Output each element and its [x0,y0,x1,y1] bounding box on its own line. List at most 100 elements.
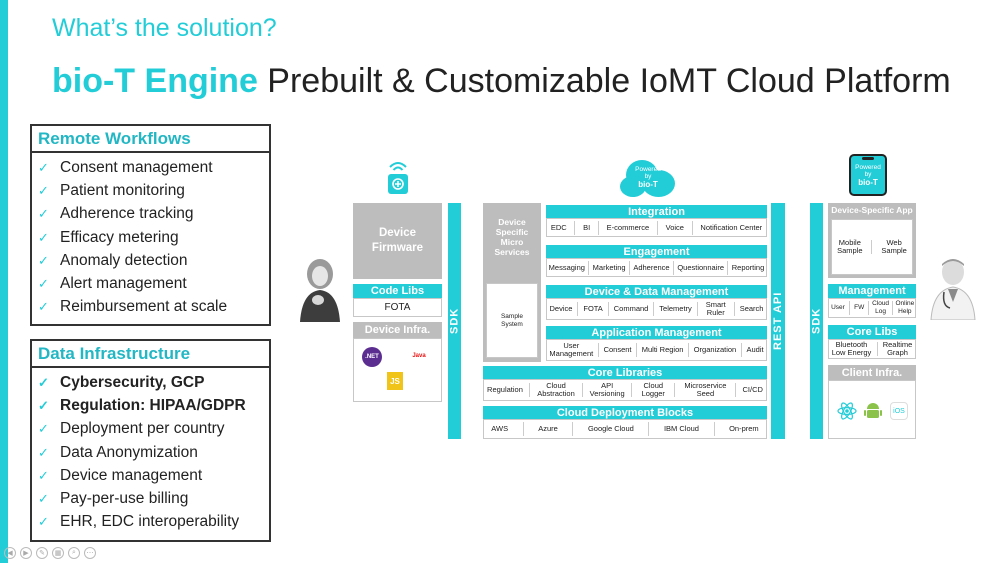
previous-slide-icon[interactable]: ◀ [4,547,16,559]
application-management-header: Application Management [546,326,767,339]
check-icon: ✓ [38,467,49,483]
core-libraries-row: Regulation Cloud Abstraction API Version… [483,379,767,401]
cloud-deployment-row: AWS Azure Google Cloud IBM Cloud On-prem [483,419,767,439]
engagement-row: Messaging Marketing Adherence Questionna… [546,258,767,277]
cell-google-cloud: Google Cloud [587,424,634,433]
cell-voice: Voice [665,222,684,232]
integration-row: EDC BI E-commerce Voice Notification Cen… [546,218,767,237]
client-management-row: User FW Cloud Log Online Help [828,298,916,318]
engagement-header: Engagement [546,245,767,258]
cell-on-prem: On-prem [729,424,759,433]
patient-avatar-icon [300,259,340,322]
list-item: ✓Cybersecurity, GCP [38,371,263,394]
remote-workflows-list: ✓Consent management ✓Patient monitoring … [32,153,269,318]
cell-adherence: Adherence [633,262,670,272]
javascript-icon: JS [387,372,403,390]
check-icon: ✓ [38,398,49,414]
check-icon: ✓ [38,206,49,222]
cell-consent: Consent [603,345,632,354]
remote-workflows-panel: Remote Workflows ✓Consent management ✓Pa… [30,124,271,326]
code-libs-header: Code Libs [353,284,442,298]
android-icon [864,403,882,418]
cell-realtime-graph: Realtime Graph [882,340,913,357]
list-item: ✓Device management [38,464,263,487]
slide-title: bio-T Engine Prebuilt & Customizable IoM… [52,62,951,101]
accent-bar [0,0,8,563]
device-specific-app-header: Device-Specific App [831,205,913,215]
dotnet-icon: .NET [362,347,382,367]
cell-user: User [831,304,845,311]
slides-grid-icon[interactable]: ▦ [52,547,64,559]
cell-multi-region: Multi Region [641,345,684,354]
cell-device: Device [549,304,573,313]
list-item: ✓EHR, EDC interoperability [38,510,263,533]
react-icon [837,402,857,420]
device-firmware-block: Device Firmware [353,203,442,279]
cell-audit: Audit [746,345,764,354]
cell-cloud-abstraction: Cloud Abstraction [537,381,575,398]
cell-reporting: Reporting [731,262,765,272]
check-icon: ✓ [38,160,49,176]
data-infrastructure-heading: Data Infrastructure [32,341,269,368]
cell-aws: AWS [491,424,509,433]
cloud-deployment-header: Cloud Deployment Blocks [483,406,767,419]
client-core-libs-row: Bluetooth Low Energy Realtime Graph [828,339,916,359]
fota-cell: FOTA [353,298,442,317]
check-icon: ✓ [38,375,49,391]
cell-bluetooth-low-energy: Bluetooth Low Energy [831,340,872,357]
data-infrastructure-list: ✓Cybersecurity, GCP ✓Regulation: HIPAA/G… [32,368,269,533]
doctor-avatar-icon [930,259,976,320]
more-options-icon[interactable]: ⋯ [84,547,96,559]
cell-fw: FW [854,304,865,311]
device-data-management-header: Device & Data Management [546,285,767,298]
check-icon: ✓ [38,183,49,199]
client-management-header: Management [828,284,916,298]
device-infra-box: .NET Java JS [353,338,442,402]
cell-organization: Organization [693,345,737,354]
client-infra-header: Client Infra. [828,365,916,380]
next-slide-icon[interactable]: ▶ [20,547,32,559]
rest-api-bar: REST API [771,203,785,439]
cell-search: Search [739,304,764,313]
cell-fota: FOTA [583,304,603,313]
device-specific-app-block: Device-Specific App Mobile Sample Web Sa… [828,203,916,278]
device-data-management-row: Device FOTA Command Telemetry Smart Rule… [546,298,767,320]
cell-notification-center: Notification Center [700,222,763,232]
list-item: ✓Adherence tracking [38,202,263,225]
list-item: ✓Consent management [38,156,263,179]
list-item: ✓Deployment per country [38,417,263,440]
app-samples-row: Mobile Sample Web Sample [831,219,913,275]
device-infra-header: Device Infra. [353,322,442,338]
cell-questionnaire: Questionnaire [677,262,725,272]
list-item: ✓Patient monitoring [38,179,263,202]
check-icon: ✓ [38,299,49,315]
cell-edc: EDC [550,222,567,232]
cell-azure: Azure [538,424,558,433]
list-item: ✓Reimbursement at scale [38,295,263,318]
client-sdk-bar: SDK [810,203,823,439]
cell-microservice-seed: Microservice Seed [684,381,727,398]
cell-messaging: Messaging [548,262,585,272]
integration-header: Integration [546,205,767,218]
data-infrastructure-panel: Data Infrastructure ✓Cybersecurity, GCP … [30,339,271,542]
cell-smart-ruler: Smart Ruler [705,300,726,317]
cell-cloud-log: Cloud Log [872,300,890,315]
check-icon: ✓ [38,444,49,460]
list-item: ✓Regulation: HIPAA/GDPR [38,394,263,417]
cell-api-versioning: API Versioning [589,381,625,398]
zoom-icon[interactable]: ⌕ [68,547,80,559]
list-item: ✓Anomaly detection [38,249,263,272]
device-sdk-bar: SDK [448,203,461,439]
cell-mobile-sample: Mobile Sample [837,238,863,255]
pen-icon[interactable]: ✎ [36,547,48,559]
slide-subtitle: What’s the solution? [52,14,277,42]
ios-icon: iOS [890,402,908,420]
cell-marketing: Marketing [592,262,626,272]
remote-workflows-heading: Remote Workflows [32,126,269,153]
list-item: ✓Efficacy metering [38,226,263,249]
java-icon: Java [412,353,426,359]
client-core-libs-header: Core Libs [828,325,916,339]
cell-user-management: User Management [549,341,594,358]
